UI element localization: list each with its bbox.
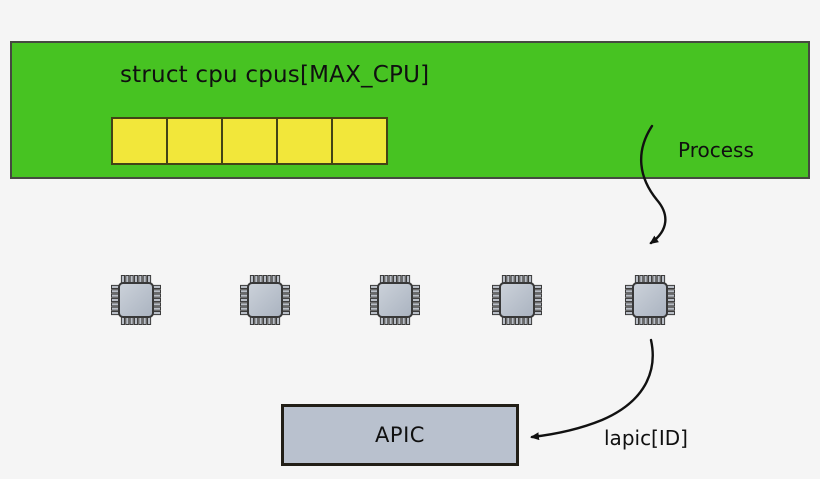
apic-label: APIC [375,423,425,447]
cpu-chip-icon [238,273,292,327]
cpu-array-cell [221,117,278,165]
cpu-array-cell [276,117,333,165]
apic-box: APIC [281,404,519,466]
cpu-array-cell [331,117,388,165]
curved-arrow-left [530,338,654,441]
process-label: Process [678,138,754,162]
struct-cpu-box: struct cpu cpus[MAX_CPU] [10,41,810,179]
struct-cpu-title: struct cpu cpus[MAX_CPU] [120,62,430,88]
cpu-array [111,117,388,165]
cpu-array-cell [166,117,223,165]
cpu-chip-icon [490,273,544,327]
cpu-chip-icon [368,273,422,327]
cpu-chip-icon [623,273,677,327]
lapic-id-label: lapic[ID] [604,426,688,450]
cpu-chip-icon [109,273,163,327]
cpu-array-cell [111,117,168,165]
